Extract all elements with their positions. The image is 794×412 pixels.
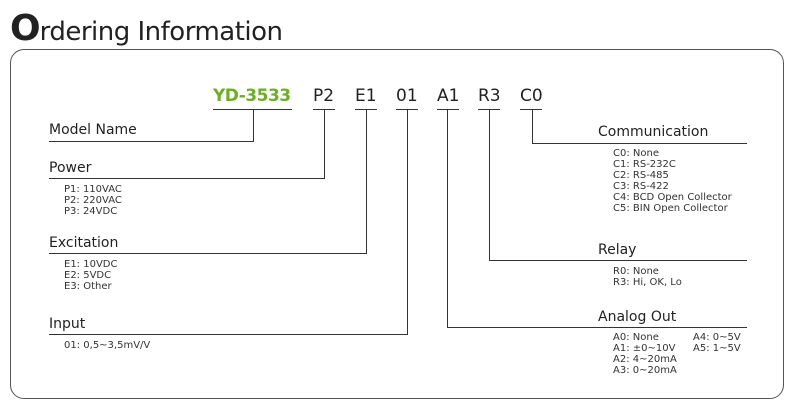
label-communication: Communication (598, 124, 709, 140)
excitation-options: E1: 10VDC E2: 5VDC E3: Other (64, 259, 117, 292)
analog-option: A1: ±0~10V (613, 343, 676, 354)
code-model: YD-3533 (213, 86, 291, 106)
label-power: Power (49, 160, 92, 176)
power-option: P2: 220VAC (64, 195, 122, 206)
connector-comm-v (532, 109, 533, 143)
label-relay: Relay (598, 242, 637, 258)
power-option: P1: 110VAC (64, 184, 122, 195)
power-option: P3: 24VDC (64, 206, 118, 217)
connector-input-v (407, 109, 408, 334)
comm-option: C0: None (613, 148, 659, 159)
code-comm: C0 (520, 86, 543, 106)
input-options: 01: 0,5~3,5mV/V (64, 340, 150, 351)
analog-option: A0: None (613, 332, 659, 343)
label-input: Input (49, 316, 86, 332)
analog-option: A4: 0~5V (693, 332, 741, 343)
analog-option: A5: 1~5V (693, 343, 741, 354)
underline-comm (520, 109, 542, 110)
analog-option: A3: 0~20mA (613, 365, 677, 376)
underline-model (213, 109, 292, 110)
code-input: 01 (396, 86, 418, 106)
connector-analog-v (447, 109, 448, 327)
code-analog: A1 (437, 86, 460, 106)
connector-power-h (49, 178, 325, 179)
connector-excitation-v (366, 109, 367, 253)
comm-option: C3: RS-422 (613, 181, 669, 192)
code-excitation: E1 (355, 86, 377, 106)
connector-comm-h (532, 143, 747, 144)
connector-relay-h (489, 260, 747, 261)
excitation-option: E3: Other (64, 281, 112, 292)
title-rest: rdering Information (39, 17, 283, 47)
analog-options-right: A4: 0~5V A5: 1~5V (693, 332, 741, 354)
connector-input-h (49, 334, 408, 335)
analog-option: A2: 4~20mA (613, 354, 677, 365)
label-excitation: Excitation (49, 235, 119, 251)
page-title: Ordering Information (10, 8, 283, 49)
label-analog-out: Analog Out (598, 309, 677, 325)
code-power: P2 (313, 86, 335, 106)
analog-options-left: A0: None A1: ±0~10V A2: 4~20mA A3: 0~20m… (613, 332, 677, 376)
code-relay: R3 (478, 86, 501, 106)
connector-excitation-h (49, 253, 367, 254)
relay-option: R0: None (613, 266, 659, 277)
label-model-name: Model Name (49, 122, 137, 138)
excitation-option: E1: 10VDC (64, 259, 118, 270)
comm-option: C1: RS-232C (613, 159, 676, 170)
relay-options: R0: None R3: Hi, OK, Lo (613, 266, 682, 288)
title-initial: O (10, 8, 41, 49)
comm-option: C2: RS-485 (613, 170, 669, 181)
excitation-option: E2: 5VDC (64, 270, 112, 281)
comm-option: C5: BIN Open Collector (613, 203, 728, 214)
underline-analog (437, 109, 459, 110)
connector-analog-h (447, 327, 747, 328)
communication-options: C0: None C1: RS-232C C2: RS-485 C3: RS-4… (613, 148, 732, 214)
connector-model-h (49, 141, 254, 142)
input-option: 01: 0,5~3,5mV/V (64, 340, 151, 351)
connector-power-v (324, 109, 325, 178)
connector-relay-v (489, 109, 490, 260)
relay-option: R3: Hi, OK, Lo (613, 277, 682, 288)
power-options: P1: 110VAC P2: 220VAC P3: 24VDC (64, 184, 122, 217)
comm-option: C4: BCD Open Collector (613, 192, 732, 203)
connector-model-v (253, 109, 254, 141)
ordering-frame (10, 49, 784, 399)
